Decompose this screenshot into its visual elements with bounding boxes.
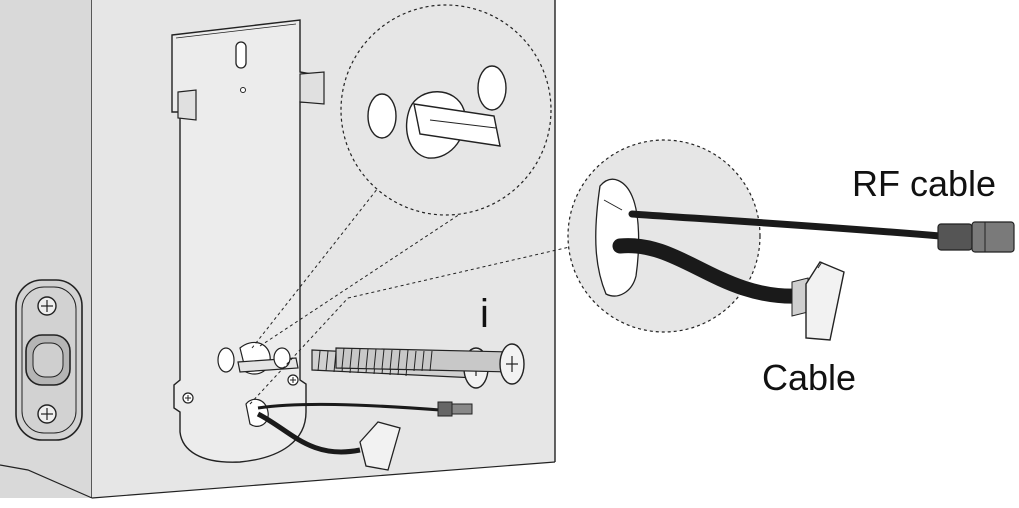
step-label: i bbox=[480, 292, 489, 336]
rf-cable bbox=[628, 210, 1015, 253]
detail-circle-cables bbox=[567, 139, 761, 333]
screw-icon bbox=[37, 296, 57, 316]
leader-lines bbox=[249, 184, 601, 405]
main-cable bbox=[612, 238, 845, 341]
small-cables bbox=[256, 401, 473, 471]
rf-cable-label: RF cable bbox=[852, 163, 997, 204]
latch-faceplate bbox=[15, 279, 83, 441]
cable-label: Cable bbox=[762, 357, 857, 398]
detail-circle-spindle bbox=[340, 4, 552, 216]
screw-icon bbox=[37, 404, 57, 424]
screw-icon bbox=[182, 392, 194, 404]
mounting-plate bbox=[171, 19, 325, 463]
screw-icon bbox=[287, 374, 299, 386]
mounting-screw bbox=[335, 343, 525, 385]
latch-bolt bbox=[25, 334, 71, 386]
